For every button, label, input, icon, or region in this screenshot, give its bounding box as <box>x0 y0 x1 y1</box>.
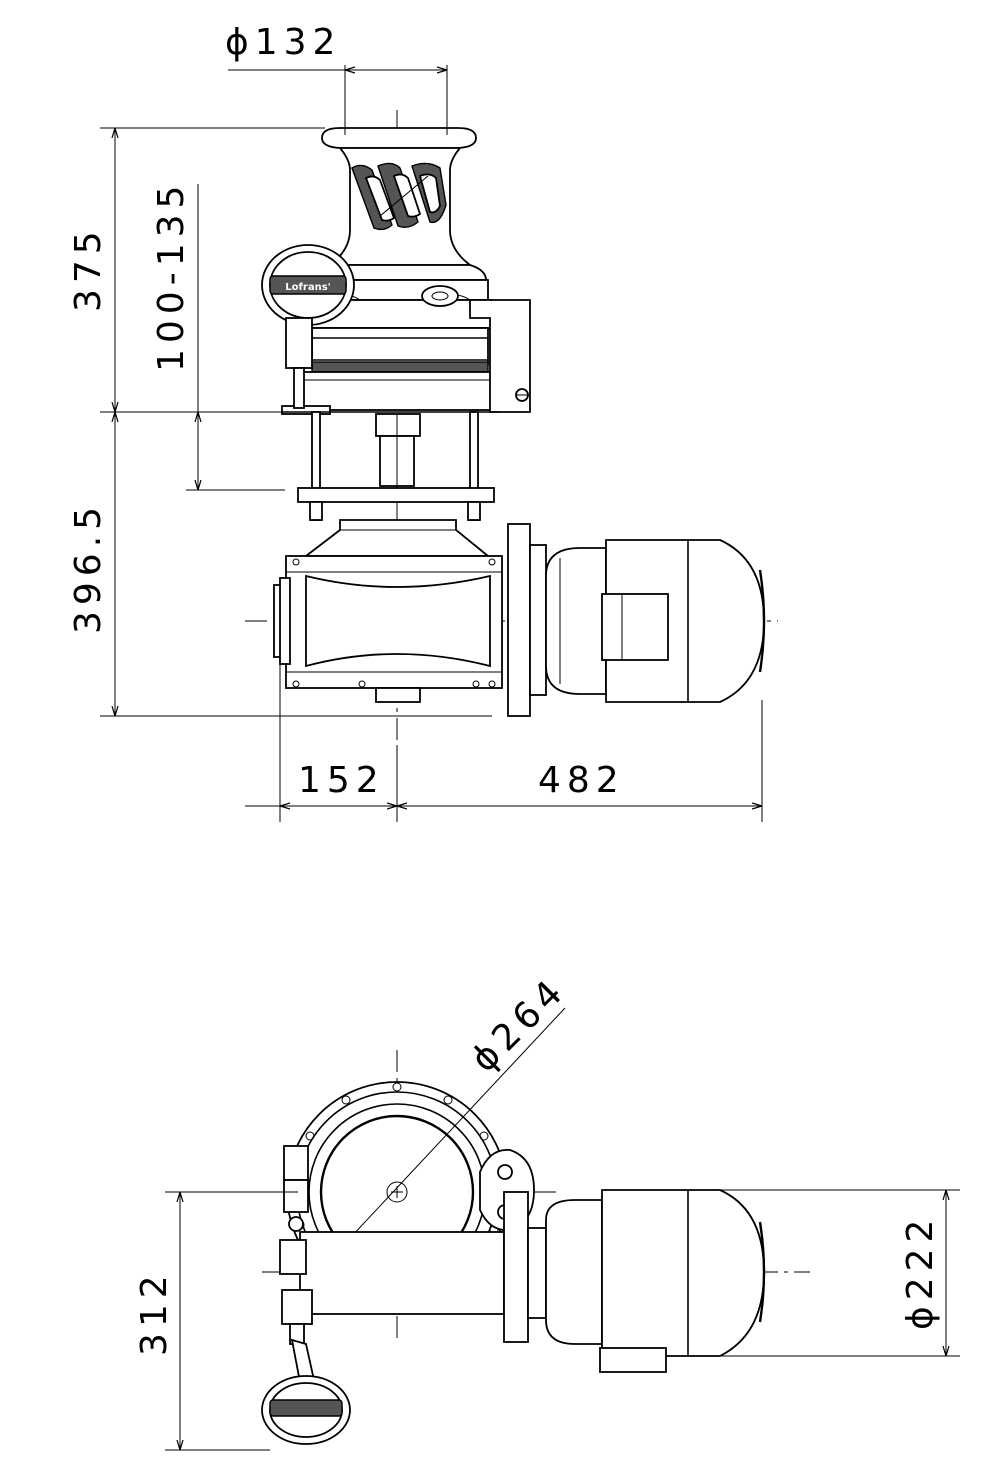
below-deck-shaft <box>297 411 495 521</box>
dim-below-deck-label: 396.5 <box>68 501 109 634</box>
dim-offset-left-label: 152 <box>298 760 385 801</box>
top-gearbox-housing <box>299 1231 505 1315</box>
dim-depth: 312 <box>134 1191 298 1451</box>
dim-horizontal-offsets: 152 482 <box>245 660 763 822</box>
dim-overall-height-label: 375 <box>68 225 109 312</box>
top-motor <box>545 1189 766 1373</box>
dim-deck-thickness-label: 100-135 <box>151 180 192 372</box>
deck-plate <box>281 405 331 415</box>
winch-handle: Lofrans' <box>261 244 355 409</box>
top-handle-mount <box>279 1145 313 1345</box>
dim-base-diameter: ϕ264 <box>463 969 574 1080</box>
dim-below-deck: 396.5 <box>68 412 492 717</box>
dim-deck-thickness: 100-135 <box>151 180 285 491</box>
electric-motor <box>545 539 766 703</box>
dim-depth-label: 312 <box>134 1269 175 1356</box>
top-view: ϕ264 312 ϕ222 <box>134 969 960 1451</box>
motor-flange <box>507 523 531 717</box>
dim-drum-diameter-label: ϕ132 <box>225 22 341 63</box>
side-view: Lofrans' ϕ132 375 100-135 <box>68 22 778 822</box>
dim-motor-diameter-label: ϕ222 <box>900 1214 941 1330</box>
dim-motor-diameter: ϕ222 <box>720 1189 960 1357</box>
dim-overall-height: 375 <box>68 127 325 413</box>
gearbox-cone <box>303 519 491 557</box>
dim-base-diameter-label: ϕ264 <box>463 969 574 1080</box>
top-winch-handle <box>261 1338 351 1445</box>
gearbox <box>273 555 503 703</box>
dim-motor-length-label: 482 <box>538 760 625 801</box>
handle-logo-text: Lofrans' <box>285 282 330 293</box>
dim-drum-diameter: ϕ132 <box>225 22 448 135</box>
